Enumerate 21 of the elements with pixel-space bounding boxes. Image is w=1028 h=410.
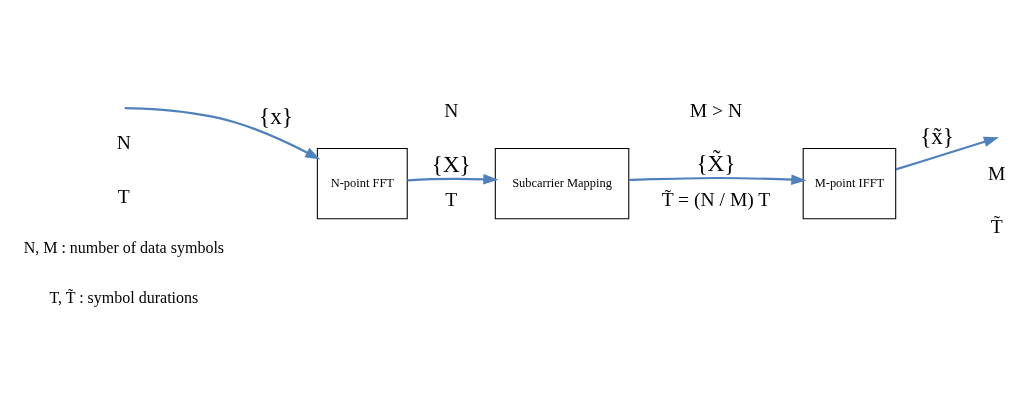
- label: N: [444, 100, 459, 122]
- label: T: [117, 185, 130, 207]
- node-box: M-point IFFT: [802, 147, 897, 220]
- label: M > N: [689, 100, 743, 122]
- label: N: [116, 132, 131, 154]
- label: T̃ = (N / M) T: [661, 189, 771, 211]
- label: T̃: [990, 216, 1003, 238]
- arrow: [628, 174, 807, 185]
- edge-label: {X̃}: [696, 150, 736, 177]
- label: T, T̃ : symbol durations: [49, 289, 199, 307]
- edge-label: {X}: [431, 150, 471, 177]
- arrow: [124, 106, 321, 160]
- arrow: [895, 136, 999, 171]
- node-box: N-point FFT: [316, 147, 408, 220]
- label: M: [987, 162, 1006, 184]
- edge-label: {x̃}: [920, 123, 954, 150]
- edge-label: {x}: [259, 102, 293, 129]
- label: N, M : number of data symbols: [23, 239, 225, 257]
- arrow: [407, 173, 499, 185]
- label: T: [445, 189, 458, 211]
- node-box: Subcarrier Mapping: [494, 147, 630, 220]
